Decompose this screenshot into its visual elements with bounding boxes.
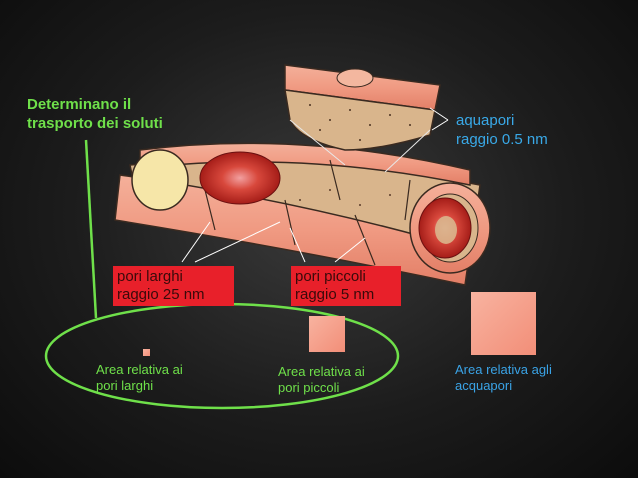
area-larghi-caption: Area relativa ai pori larghi — [96, 362, 183, 394]
area-acquapori-caption: Area relativa agli acquapori — [455, 362, 552, 394]
determinano-label: Determinano il trasporto dei soluti — [27, 96, 163, 132]
area-square-large-pores — [143, 349, 150, 356]
area-piccoli-caption: Area relativa ai pori piccoli — [278, 364, 365, 396]
zoom-cell — [284, 64, 441, 173]
capillary-tube — [114, 142, 491, 286]
pointer-lines — [181, 107, 449, 263]
pori-piccoli-label: pori piccoli raggio 5 nm — [291, 266, 401, 306]
area-square-small-pores — [309, 316, 345, 352]
area-square-aquapores — [471, 292, 536, 355]
aquapori-label: aquapori raggio 0.5 nm — [456, 112, 548, 148]
pori-larghi-label: pori larghi raggio 25 nm — [113, 266, 234, 306]
